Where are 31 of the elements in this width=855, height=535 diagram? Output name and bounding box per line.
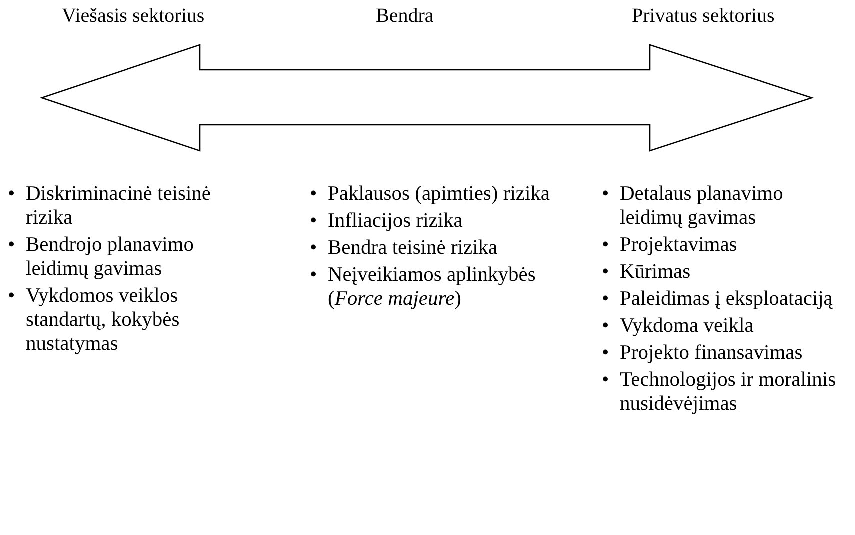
risk-list-item: Neįveikiamos aplinkybės (Force majeure)	[328, 263, 537, 311]
bullet: •	[309, 263, 318, 288]
risk-list-item: Infliacijos rizika	[328, 209, 463, 233]
risk-list-item: Projekto finansavimas	[620, 341, 803, 365]
risk-list-item: Projektavimas	[620, 233, 738, 257]
risk-list-item: Diskriminacinė teisinė rizika	[26, 182, 212, 230]
bullet: •	[7, 233, 16, 258]
bullet: •	[601, 233, 610, 257]
bullet: •	[601, 341, 610, 365]
bullet: •	[601, 287, 610, 311]
sector-heading: Privatus sektorius	[632, 5, 775, 28]
bullet: •	[601, 368, 610, 393]
bullet: •	[309, 236, 318, 260]
sector-heading: Bendra	[376, 5, 434, 28]
bullet: •	[7, 182, 16, 207]
risk-list-item: Paleidimas į eksploataciją	[620, 287, 833, 311]
bullet: •	[309, 182, 318, 206]
risk-list-item: Vykdomos veiklos standartų, kokybės nustatymas	[26, 284, 181, 356]
bullet: •	[601, 314, 610, 338]
bullet: •	[7, 284, 16, 309]
bullet: •	[309, 209, 318, 233]
sector-heading: Viešasis sektorius	[62, 5, 205, 28]
risk-list-item: Bendra teisinė rizika	[328, 236, 498, 260]
risk-list-item: Detalaus planavimo leidimų gavimas	[620, 182, 784, 230]
bullet: •	[601, 182, 610, 207]
risk-list-item: Technologijos ir moralinis nusidėvėjimas	[620, 368, 838, 416]
risk-list-item: Bendrojo planavimo leidimų gavimas	[26, 233, 195, 281]
risk-list-item: Kūrimas	[620, 260, 691, 284]
bullet: •	[601, 260, 610, 284]
risk-list-item: Paklausos (apimties) rizika	[328, 182, 550, 206]
risk-list-item: Vykdoma veikla	[620, 314, 754, 338]
